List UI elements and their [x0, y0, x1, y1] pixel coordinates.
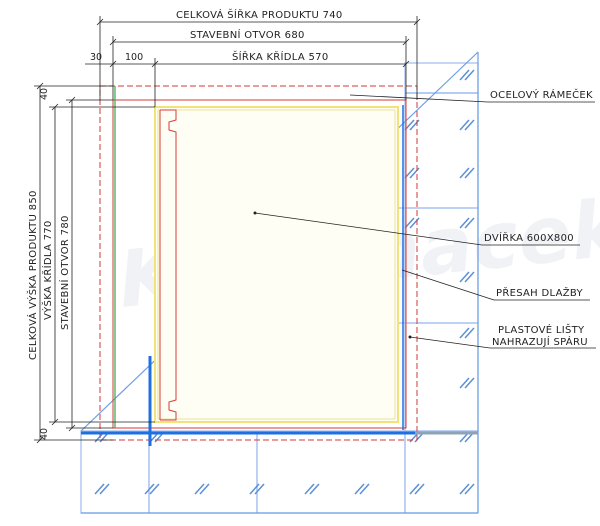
- callout-door: DVÍŘKA 600X800: [484, 231, 574, 244]
- dim-bottom-frame: 40: [39, 428, 50, 440]
- dim-total-width: CELKOVÁ ŠÍŘKA PRODUKTU 740: [176, 8, 343, 21]
- callout-tile-overlap: PŘESAH DLAŽBY: [496, 286, 583, 299]
- dimension-lines: [34, 16, 421, 444]
- hinge-profile: [159, 109, 177, 421]
- door-panel: [154, 106, 399, 423]
- callout-plastic-strips-2: NAHRAZUJÍ SPÁRU: [492, 335, 588, 348]
- product-outline: [99, 85, 418, 441]
- steel-frame: [112, 99, 407, 429]
- dim-left-frame: 30: [90, 52, 102, 63]
- tile-edge-accent: [81, 356, 415, 446]
- dim-door-height: VÝŠKA KŘÍDLA 770: [41, 220, 54, 320]
- callout-plastic-strips-1: PLASTOVÉ LIŠTY: [498, 323, 585, 336]
- dim-total-height: CELKOVÁ VÝŠKA PRODUKTU 850: [26, 190, 39, 360]
- dim-left-offset: 100: [125, 52, 143, 63]
- dim-top-frame: 40: [39, 88, 50, 100]
- dim-opening-height: STAVEBNÍ OTVOR 780: [58, 215, 71, 330]
- dim-opening-width: STAVEBNÍ OTVOR 680: [190, 28, 305, 41]
- callout-steel-frame: OCELOVÝ RÁMEČEK: [490, 88, 593, 101]
- callout-leaders: [254, 94, 596, 349]
- dim-door-width: ŠÍŘKA KŘÍDLA 570: [232, 50, 329, 63]
